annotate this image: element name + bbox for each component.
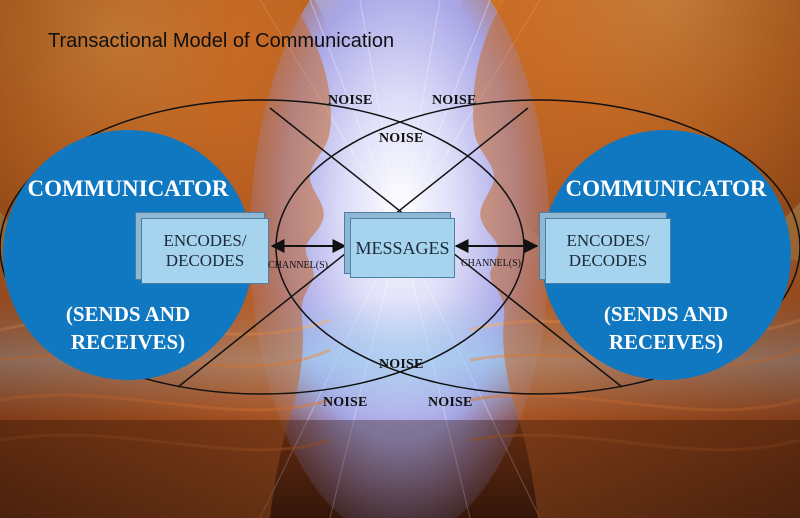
channel-label-left: CHANNEL(S) bbox=[268, 260, 328, 271]
right-role-line1: (SENDS AND bbox=[603, 302, 729, 326]
left-communicator-role: (SENDS AND RECEIVES) bbox=[18, 300, 238, 356]
noise-label: NOISE bbox=[428, 395, 473, 410]
left-role-line1: (SENDS AND bbox=[65, 302, 191, 326]
messages-box: MESSAGES bbox=[350, 218, 455, 278]
right-communicator-label: COMMUNICATOR bbox=[565, 176, 767, 201]
page-title: Transactional Model of Communication bbox=[48, 30, 395, 52]
messages-label: MESSAGES bbox=[355, 237, 450, 258]
right-box-line2: DECODES bbox=[568, 251, 648, 270]
noise-label: NOISE bbox=[432, 93, 477, 108]
right-communicator-role: (SENDS AND RECEIVES) bbox=[556, 300, 776, 356]
right-role-line2: RECEIVES) bbox=[608, 330, 724, 354]
noise-label: NOISE bbox=[379, 131, 424, 146]
noise-label: NOISE bbox=[379, 357, 424, 372]
left-communicator-circle bbox=[3, 130, 253, 380]
left-communicator-label: COMMUNICATOR bbox=[27, 176, 229, 201]
right-encode-decode-box: ENCODES/ DECODES bbox=[545, 218, 671, 284]
channel-label-right: CHANNEL(S) bbox=[461, 258, 521, 269]
left-role-line2: RECEIVES) bbox=[70, 330, 186, 354]
noise-label: NOISE bbox=[323, 395, 368, 410]
left-box-line2: DECODES bbox=[165, 251, 245, 270]
left-box-line1: ENCODES/ bbox=[163, 231, 247, 250]
left-encode-decode-box: ENCODES/ DECODES bbox=[141, 218, 269, 284]
noise-label: NOISE bbox=[328, 93, 373, 108]
right-box-line1: ENCODES/ bbox=[566, 231, 650, 250]
